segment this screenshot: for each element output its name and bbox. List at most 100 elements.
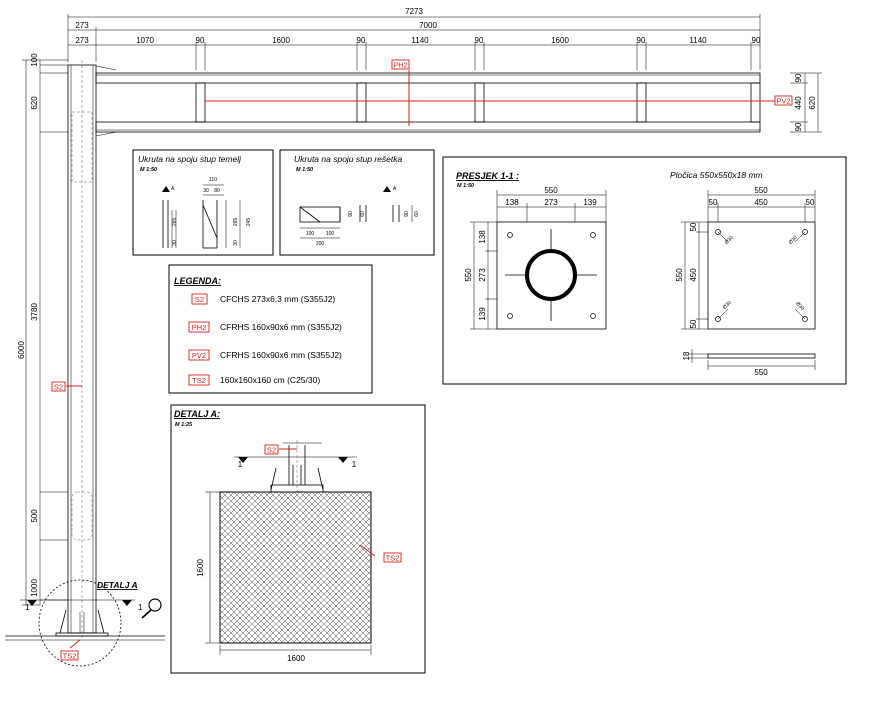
svg-text:PV2: PV2	[776, 97, 790, 106]
dim-right-620: 620	[808, 96, 817, 110]
stiffener-truss-d90b: 90	[404, 211, 410, 217]
cut-label-right: 1	[138, 603, 143, 612]
dim-seg-5: 1140	[411, 36, 429, 45]
dim-seg-6: 90	[475, 36, 484, 45]
stiffener-base-d30: 30	[203, 188, 209, 194]
detail-a-w1600: 1600	[287, 654, 305, 663]
plate-drawing	[681, 190, 816, 370]
stiffener-truss-d60: 60	[360, 211, 366, 217]
stiffener-base-scale: M 1:50	[140, 167, 157, 173]
svg-text:CFRHS 160x90x6 mm (S355J2): CFRHS 160x90x6 mm (S355J2)	[220, 350, 342, 360]
detail-a-drawing	[205, 440, 376, 655]
top-dimension-lines	[67, 14, 761, 70]
legend-title: LEGENDA:	[174, 276, 221, 286]
dim-left-100: 100	[30, 53, 39, 67]
section-title: PRESJEK 1-1 :	[456, 171, 519, 181]
dim-left-6000: 6000	[17, 341, 26, 359]
stiffener-truss-d200: 200	[316, 241, 325, 247]
column	[22, 59, 97, 640]
dim-seg-offset: 273	[75, 36, 89, 45]
section-h138: 138	[478, 230, 487, 244]
stiffener-base-d30c: 30	[233, 240, 239, 246]
dim-span-total: 7000	[419, 21, 437, 30]
legend-item-1: S2 CFCHS 273x6,3 mm (S355J2)	[191, 293, 335, 305]
dim-seg-7: 1600	[551, 36, 569, 45]
section-w273: 273	[544, 198, 558, 207]
stiffener-truss-d90a: 90	[348, 211, 354, 217]
section-h273: 273	[478, 268, 487, 282]
plate-t18: 18	[682, 351, 691, 360]
cut-label-left: 1	[25, 603, 30, 612]
box-section	[442, 156, 847, 385]
plate-h50b: 50	[689, 319, 698, 328]
detail-a-scale: M 1:25	[175, 422, 193, 428]
detail-a-h1600: 1600	[196, 559, 205, 577]
plate-title: Pločica 550x550x18 mm	[670, 170, 763, 180]
dim-right-90-bottom: 90	[794, 122, 803, 131]
stiffener-base-d30b: 30	[172, 240, 178, 246]
svg-text:S2: S2	[195, 295, 204, 304]
stiffener-truss-title: Ukruta na spoju stup rešetka	[294, 154, 402, 164]
dim-left-3780: 3780	[30, 303, 39, 321]
detail-a-callout: DETALJ A	[97, 580, 138, 590]
stiffener-truss-drawing	[299, 186, 413, 239]
plate-h450: 450	[689, 268, 698, 282]
plate-w450: 450	[754, 198, 768, 207]
plate-w550: 550	[754, 186, 768, 195]
tag-ts2-base: TS2	[60, 650, 79, 661]
svg-text:CFRHS 160x90x6 mm (S355J2): CFRHS 160x90x6 mm (S355J2)	[220, 322, 342, 332]
dim-offset-left: 273	[75, 21, 89, 30]
detail-a-title: DETALJ A:	[174, 409, 220, 419]
stiffener-base-drawing	[162, 184, 241, 249]
stiffener-base-d110: 110	[209, 177, 217, 183]
dim-right-440: 440	[794, 96, 803, 110]
column-base	[5, 579, 165, 667]
stiffener-base-a-mark: A	[171, 186, 175, 192]
plate-h550: 550	[675, 268, 684, 282]
svg-text:S2: S2	[267, 446, 276, 455]
plate-hole-3: Ø30	[722, 300, 733, 311]
dim-seg-1: 1070	[136, 36, 154, 45]
tag-ph2: PH2	[391, 59, 410, 70]
detail-a-cut-right: 1	[352, 460, 357, 469]
svg-text:PH2: PH2	[192, 323, 207, 332]
section-h139: 139	[478, 307, 487, 321]
tag-ts2-detail: TS2	[383, 552, 402, 563]
stiffener-base-d265: 265	[172, 218, 178, 227]
stiffener-base-d80: 80	[214, 188, 220, 194]
legend-item-4: TS2 160x160x160 cm (C25/30)	[188, 374, 320, 386]
dim-seg-2: 90	[196, 36, 205, 45]
dim-seg-4: 90	[357, 36, 366, 45]
stiffener-base-d245: 245	[246, 218, 252, 227]
plate-w50a: 50	[709, 198, 718, 207]
tag-pv2: PV2	[774, 95, 793, 106]
box-stiffener-base	[132, 149, 274, 256]
svg-text:160x160x160 cm (C25/30): 160x160x160 cm (C25/30)	[220, 375, 320, 385]
dim-seg-3: 1600	[272, 36, 290, 45]
dim-left-1000: 1000	[30, 579, 39, 597]
stiffener-truss-d100b: 100	[326, 231, 335, 237]
svg-text:PV2: PV2	[192, 351, 206, 360]
plate-w50b: 50	[806, 198, 815, 207]
stiffener-base-d265b: 265	[233, 218, 239, 227]
truss-beam	[95, 65, 775, 137]
dim-overall-width: 7273	[405, 7, 423, 16]
detail-a-cut-left: 1	[238, 460, 243, 469]
svg-text:TS2: TS2	[192, 376, 206, 385]
dim-right-90-top: 90	[794, 73, 803, 82]
legend-box	[168, 264, 373, 394]
tag-s2-detail: S2	[264, 444, 279, 455]
stiffener-base-title: Ukruta na spoju stup temelj	[138, 154, 242, 164]
section-scale: M 1:50	[457, 183, 474, 189]
plate-bottom-550: 550	[754, 368, 768, 377]
section-w550: 550	[544, 186, 558, 195]
tag-s2-column: S2	[51, 381, 66, 392]
dim-seg-10: 90	[752, 36, 761, 45]
plate-h50a: 50	[689, 222, 698, 231]
stiffener-truss-d60b: 60	[414, 211, 420, 217]
legend-item-3: PV2 CFRHS 160x90x6 mm (S355J2)	[188, 349, 342, 361]
section-w139: 139	[583, 198, 597, 207]
section-h550: 550	[464, 268, 473, 282]
plate-hole-4: Ø30	[794, 301, 805, 312]
